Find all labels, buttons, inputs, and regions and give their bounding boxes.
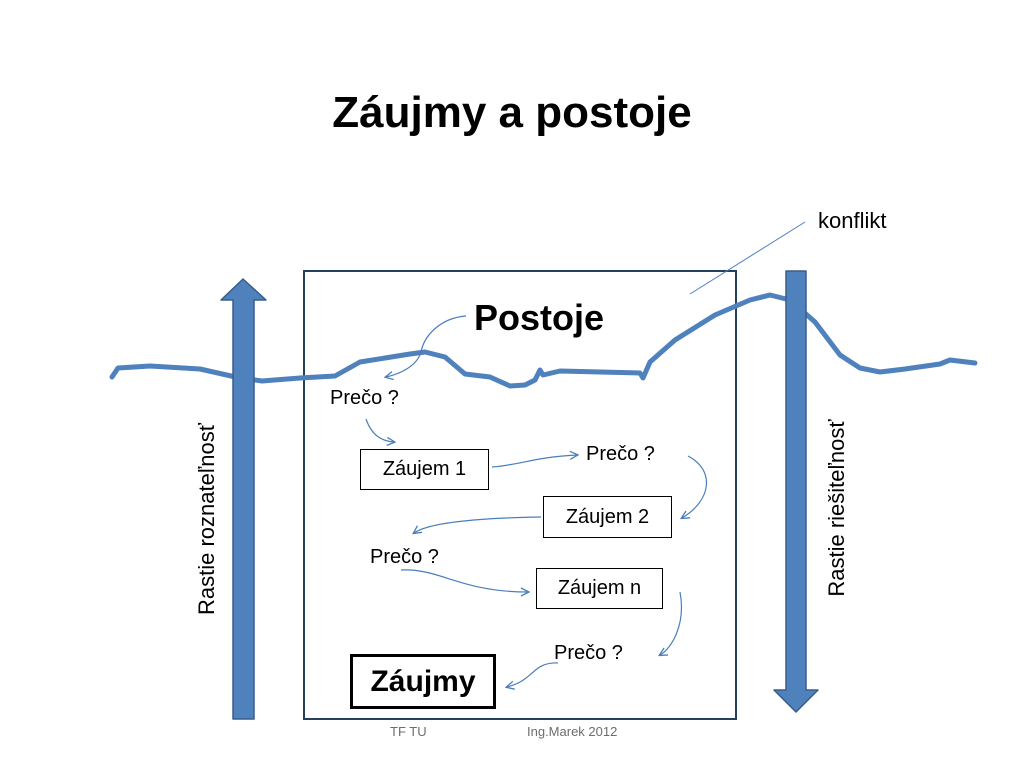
connector-preco-zaujem1: [365, 418, 394, 442]
footer-right: Ing.Marek 2012: [527, 724, 618, 739]
left-arrow-label: Rastie roznateľnosť: [194, 423, 219, 615]
preco-label-3: Prečo ?: [370, 546, 439, 568]
konflikt-callout-line: [689, 221, 806, 295]
connector-zaujem2-preco: [414, 516, 542, 533]
connector-preco-zaujem2: [682, 455, 707, 518]
footer-left: TF TU: [390, 724, 427, 739]
zaujem-2-box: Záujem 2: [543, 496, 672, 538]
right-down-arrow: [773, 270, 819, 713]
connector-preco-zaujemn: [400, 569, 528, 592]
left-up-arrow: [220, 278, 267, 720]
diagram-frame: [303, 270, 737, 720]
preco-label-4: Prečo ?: [554, 642, 623, 664]
zaujem-1-box: Záujem 1: [360, 449, 489, 490]
konflikt-label: konflikt: [818, 208, 887, 233]
slide-title: Záujmy a postoje: [332, 88, 692, 137]
preco-label-1: Prečo ?: [330, 387, 399, 409]
zaujmy-box: Záujmy: [350, 654, 496, 709]
connector-zaujem1-preco: [491, 455, 577, 468]
connector-postoje-preco: [386, 315, 467, 377]
conflict-wave-line: [109, 292, 978, 389]
connector-preco-zaujmy: [507, 662, 559, 687]
preco-label-2: Prečo ?: [586, 443, 655, 465]
postoje-label: Postoje: [474, 297, 605, 338]
zaujem-n-box: Záujem n: [536, 568, 663, 609]
right-arrow-label: Rastie riešiteľnosť: [824, 419, 849, 597]
connector-zaujemn-preco: [660, 591, 682, 655]
